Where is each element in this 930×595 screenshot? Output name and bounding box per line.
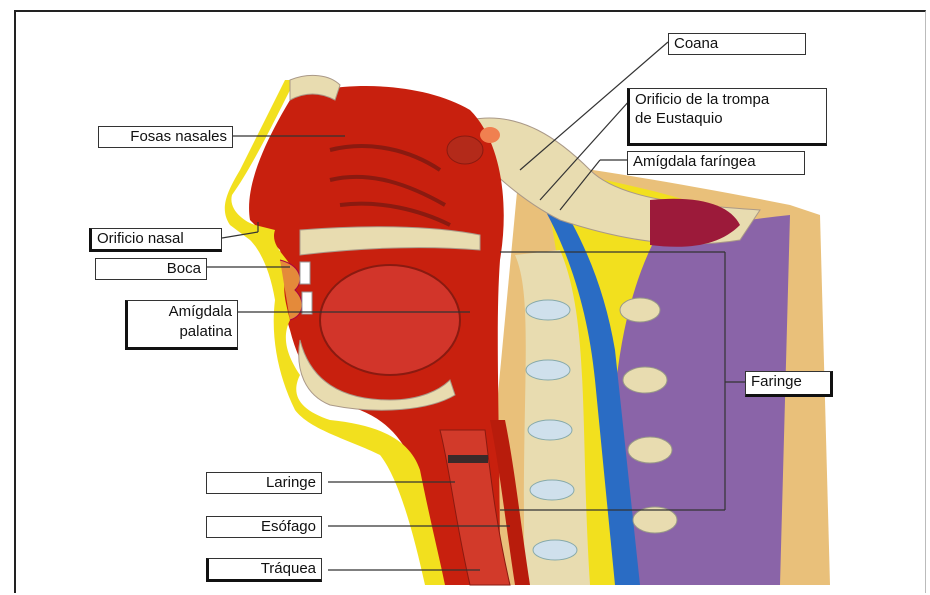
label-amigdala-palatina-line1: Amígdala — [133, 302, 232, 322]
label-traquea-text: Tráquea — [261, 560, 316, 577]
label-faringe: Faringe — [745, 371, 833, 397]
label-coana: Coana — [668, 33, 806, 55]
label-boca-text: Boca — [167, 260, 201, 277]
label-fosas-nasales: Fosas nasales — [98, 126, 233, 148]
label-orificio-nasal-text: Orificio nasal — [97, 230, 184, 247]
label-amigdala-palatina: Amígdala palatina — [125, 300, 238, 350]
label-coana-text: Coana — [674, 35, 718, 52]
label-orificio-trompa: Orificio de la trompa de Eustaquio — [627, 88, 827, 146]
label-esofago-text: Esófago — [261, 518, 316, 535]
label-traquea: Tráquea — [206, 558, 322, 582]
label-amigdala-faringea: Amígdala faríngea — [627, 151, 805, 175]
label-amigdala-faringea-text: Amígdala faríngea — [633, 153, 756, 170]
label-orificio-trompa-line2: de Eustaquio — [635, 109, 821, 128]
label-laringe-text: Laringe — [266, 474, 316, 491]
label-laringe: Laringe — [206, 472, 322, 494]
label-faringe-text: Faringe — [751, 373, 802, 390]
label-fosas-nasales-text: Fosas nasales — [130, 128, 227, 145]
sphenoid-sinus — [447, 136, 483, 164]
trachea-rings — [448, 455, 488, 463]
label-orificio-trompa-line1: Orificio de la trompa — [635, 90, 821, 109]
label-amigdala-palatina-line2: palatina — [133, 322, 232, 342]
label-esofago: Esófago — [206, 516, 322, 538]
upper-teeth — [300, 262, 310, 284]
eustachian-opening — [480, 127, 500, 143]
label-boca: Boca — [95, 258, 207, 280]
label-orificio-nasal: Orificio nasal — [89, 228, 222, 252]
lower-teeth — [302, 292, 312, 314]
tongue — [320, 265, 460, 375]
